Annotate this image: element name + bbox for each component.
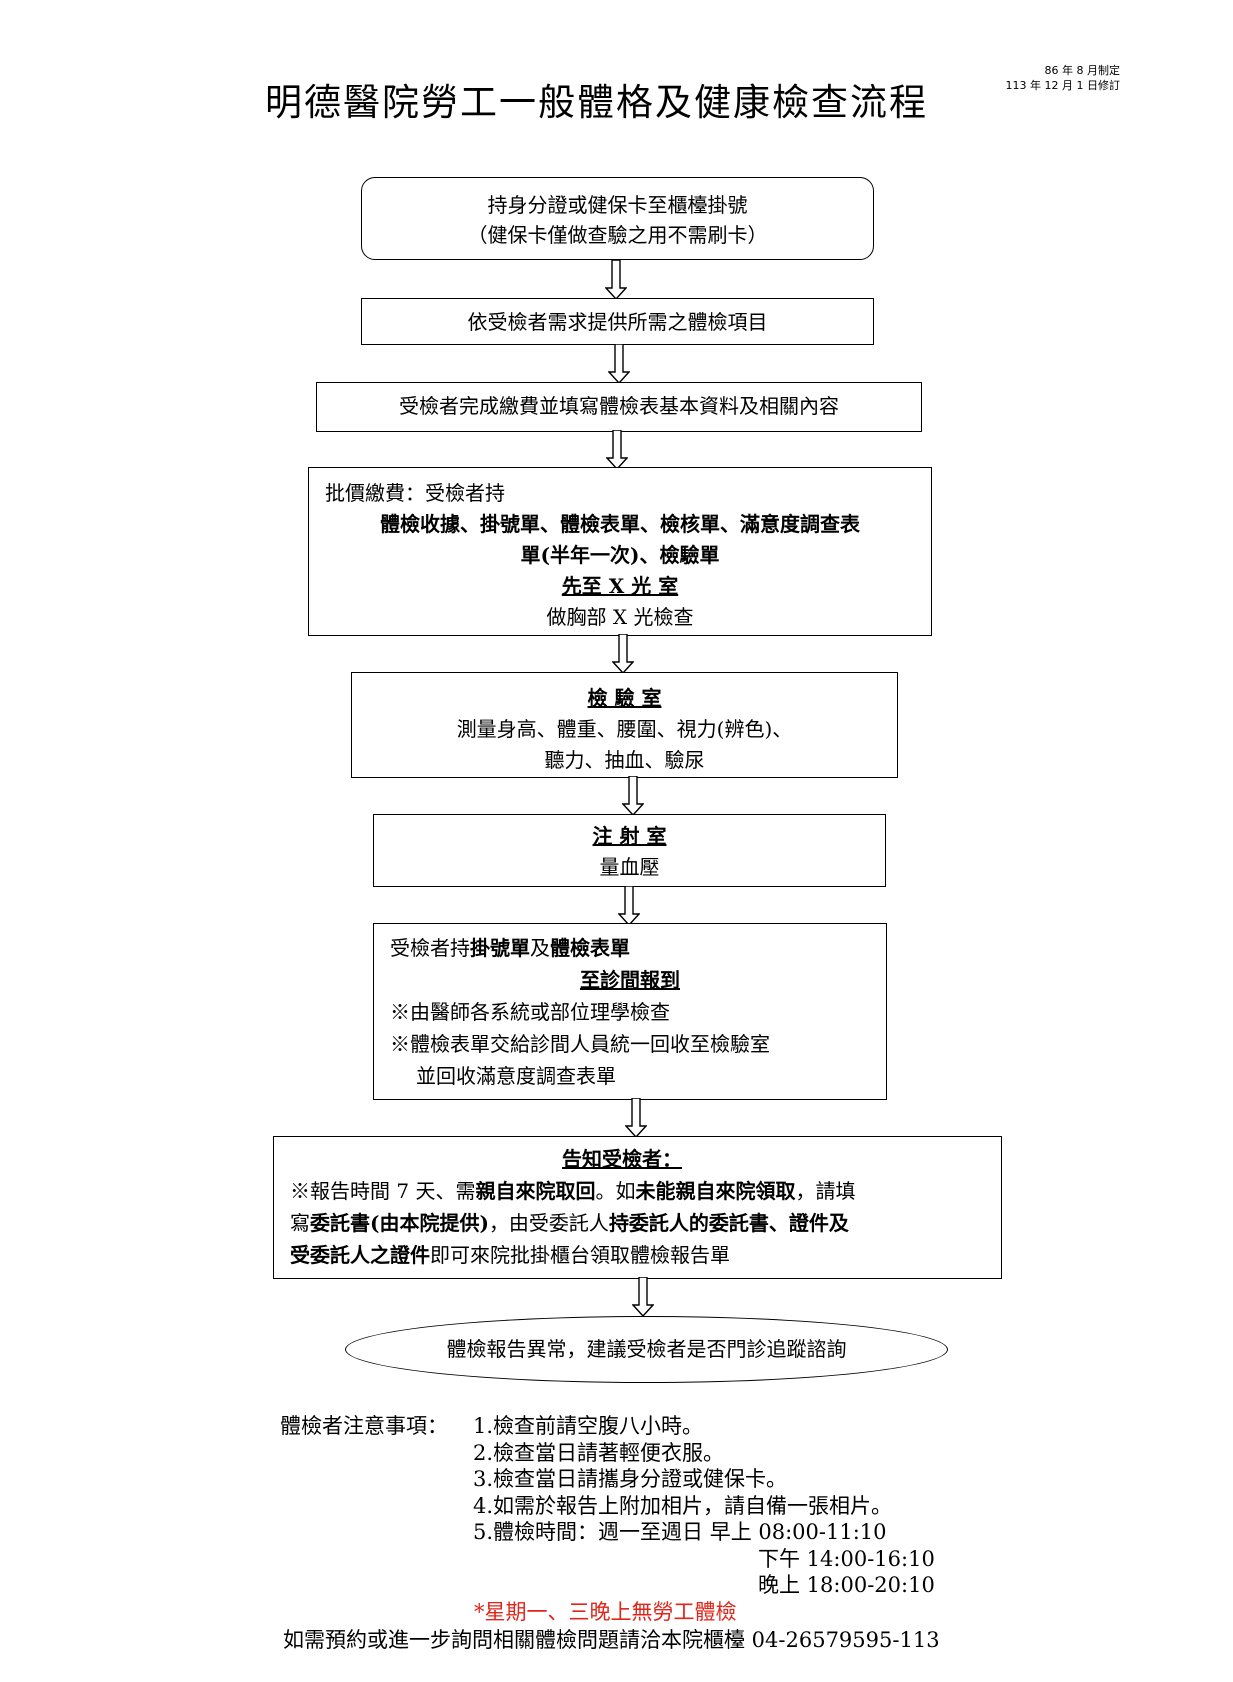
note-item: 1.檢查前請空腹八小時。 — [473, 1414, 704, 1438]
step-notice: 告知受檢者： ※報告時間 7 天、需親自來院取回。如未能親自來院領取，請填 寫委… — [273, 1136, 1002, 1279]
step-lab: 檢 驗 室 測量身高、體重、腰圍、視力(辨色)、 聽力、抽血、驗尿 — [351, 672, 898, 778]
step-billing-line1: 批價繳費：受檢者持 — [325, 481, 505, 505]
arrow-down-icon — [618, 886, 640, 926]
clinic-exam-form: 體檢表單 — [550, 936, 630, 960]
step-payment-form: 受檢者完成繳費並填寫體檢表基本資料及相關內容 — [316, 382, 922, 432]
step-injection: 注 射 室 量血壓 — [373, 814, 886, 887]
notice-l3-b: 即可來院批掛櫃台領取體檢報告單 — [430, 1243, 730, 1267]
step-billing-docs: 體檢收據、掛號單、體檢表單、檢核單、滿意度調查表 — [380, 512, 860, 536]
step-billing-docs-cont: 單(半年一次)、檢驗單 — [520, 543, 720, 567]
clinic-report-heading: 至診間報到 — [580, 968, 680, 992]
contact-info: 如需預約或進一步詢問相關體檢問題請洽本院櫃檯 04-26579595-113 — [283, 1628, 940, 1652]
notice-cannot-pickup: 未能親自來院領取 — [635, 1179, 796, 1203]
step-billing-xray: 批價繳費：受檢者持 體檢收據、掛號單、體檢表單、檢核單、滿意度調查表 單(半年一… — [308, 467, 932, 636]
step-registration-line2: （健保卡僅做查驗之用不需刷卡） — [467, 223, 768, 247]
notice-pickup-in-person: 親自來院取回 — [475, 1179, 596, 1203]
note-item: 2.檢查當日請著輕便衣服。 — [473, 1441, 725, 1465]
injection-blood-pressure: 量血壓 — [599, 855, 660, 879]
notes-label: 體檢者注意事項： — [280, 1414, 448, 1438]
arrow-down-icon — [632, 1277, 654, 1317]
lab-room-heading: 檢 驗 室 — [587, 686, 662, 710]
clinic-line1-a: 受檢者持 — [390, 936, 470, 960]
clinic-line1-c: 及 — [530, 936, 550, 960]
note-item: 3.檢查當日請攜身分證或健保卡。 — [473, 1467, 788, 1491]
step-payment-form-line1: 受檢者完成繳費並填寫體檢表基本資料及相關內容 — [399, 394, 839, 418]
notice-authorization-letter: 委託書(由本院提供) — [310, 1211, 489, 1235]
step-clinic: 受檢者持掛號單及體檢表單 至診間報到 ※由醫師各系統或部位理學檢查 ※體檢表單交… — [373, 923, 887, 1100]
page-title: 明德醫院勞工一般體格及健康檢查流程 — [265, 81, 928, 124]
created-date: 86 年 8 月制定 — [1044, 64, 1121, 77]
arrow-down-icon — [605, 260, 627, 300]
followup-text: 體檢報告異常，建議受檢者是否門診追蹤諮詢 — [446, 1337, 847, 1361]
notice-authorization-docs: 持委託人的委託書、證件及 — [608, 1211, 849, 1235]
clinic-registration-slip: 掛號單 — [470, 936, 530, 960]
xray-exam-text: 做胸部 X 光檢查 — [546, 605, 694, 629]
step-select-items: 依受檢者需求提供所需之體檢項目 — [361, 298, 874, 345]
xray-room-heading: 先至 X 光 室 — [561, 574, 679, 598]
arrow-down-icon — [608, 344, 630, 384]
injection-room-heading: 注 射 室 — [592, 824, 667, 848]
notice-heading: 告知受檢者： — [562, 1147, 682, 1171]
lab-items-line2: 聽力、抽血、驗尿 — [544, 748, 705, 772]
warning-no-monday-wednesday-evening: *星期一、三晚上無勞工體檢 — [474, 1600, 737, 1624]
arrow-down-icon — [606, 430, 628, 470]
step-registration: 持身分證或健保卡至櫃檯掛號 （健保卡僅做查驗之用不需刷卡） — [361, 177, 874, 260]
notice-l1-a: ※報告時間 7 天、需 — [290, 1179, 476, 1203]
notice-l2-a: 寫 — [290, 1211, 310, 1235]
step-abnormal-followup: 體檢報告異常，建議受檢者是否門診追蹤諮詢 — [345, 1316, 948, 1383]
arrow-down-icon — [622, 776, 644, 816]
step-select-items-line1: 依受檢者需求提供所需之體檢項目 — [467, 310, 768, 334]
note-item: 4.如需於報告上附加相片，請自備一張相片。 — [473, 1494, 893, 1518]
clinic-note-survey: 並回收滿意度調查表單 — [416, 1064, 616, 1088]
arrow-down-icon — [625, 1098, 647, 1138]
notice-l1-e: ，請填 — [795, 1179, 856, 1203]
clinic-note-physician: ※由醫師各系統或部位理學檢查 — [390, 1000, 670, 1024]
arrow-down-icon — [612, 634, 634, 674]
step-registration-line1: 持身分證或健保卡至櫃檯掛號 — [487, 193, 748, 217]
notice-proxy-id: 受委託人之證件 — [290, 1243, 430, 1267]
note-item: 5.體檢時間：週一至週日 早上 08:00-11:10 — [473, 1520, 887, 1544]
note-time-afternoon: 下午 14:00-16:10 — [758, 1547, 935, 1571]
note-time-evening: 晚上 18:00-20:10 — [758, 1573, 935, 1597]
revised-date: 113 年 12 月 1 日修訂 — [1005, 79, 1120, 92]
notice-l1-c: 。如 — [595, 1179, 636, 1203]
clinic-note-form-collection: ※體檢表單交給診間人員統一回收至檢驗室 — [390, 1032, 770, 1056]
notice-l2-c: ，由受委託人 — [488, 1211, 609, 1235]
lab-items-line1: 測量身高、體重、腰圍、視力(辨色)、 — [456, 717, 793, 741]
